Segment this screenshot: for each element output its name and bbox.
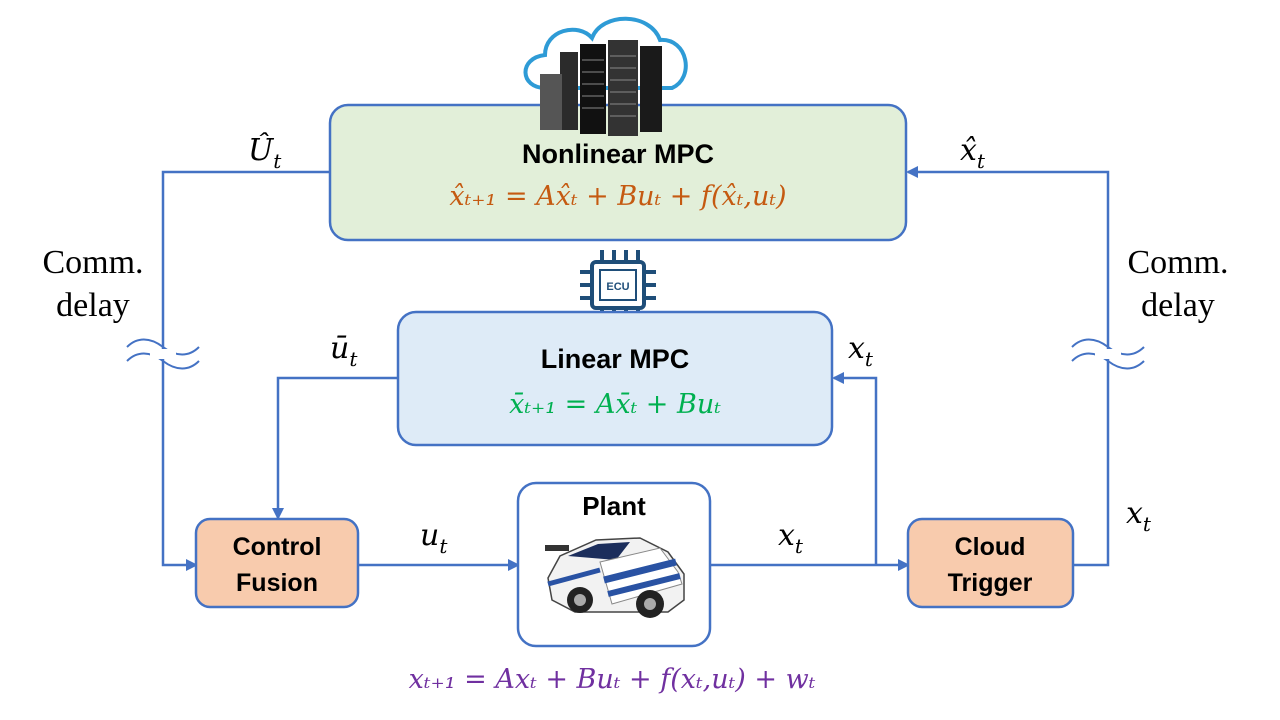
control-fusion-line1: Control — [233, 533, 322, 561]
cloud-trigger-line2: Trigger — [948, 569, 1033, 597]
delay-break-left-icon — [126, 338, 200, 370]
comm-delay-right-line1: Comm. — [1127, 244, 1228, 281]
linear-mpc-box — [396, 310, 834, 447]
u-bar-label: ūt — [330, 331, 358, 371]
x-hat-label: x̂t — [960, 133, 986, 173]
race-car-icon — [545, 537, 685, 618]
cloud-trigger-box — [906, 517, 1075, 609]
plant-equation: xₜ₊₁ = Axₜ + Buₜ + f(xₜ,uₜ) + wₜ — [409, 664, 816, 695]
x-linear-label: xt — [848, 331, 874, 371]
cloud-trigger-line1: Cloud — [955, 533, 1026, 561]
cloud-server-icon — [523, 16, 688, 136]
x-linear-line — [832, 372, 878, 565]
control-fusion-line2: Fusion — [236, 569, 318, 597]
connection-lines — [161, 166, 1110, 571]
delay-break-right-icon — [1071, 338, 1145, 370]
comm-delay-left-line2: delay — [56, 287, 130, 324]
u-bar-line — [272, 376, 398, 520]
ecu-text: ECU — [606, 281, 629, 293]
linear-mpc-title: Linear MPC — [541, 344, 690, 374]
u-plant-label: ut — [420, 518, 448, 558]
comm-delay-left-line1: Comm. — [42, 244, 143, 281]
nonlinear-mpc-title: Nonlinear MPC — [522, 139, 714, 169]
x-right-label: xt — [1126, 496, 1152, 536]
plant-title: Plant — [582, 491, 646, 521]
u-hat-line — [161, 170, 330, 571]
nonlinear-mpc-equation: x̂ₜ₊₁ = Ax̂ₜ + Buₜ + f(x̂ₜ,uₜ) — [449, 181, 786, 212]
x-plant-label: xt — [778, 518, 804, 558]
x-hat-line — [906, 166, 1110, 567]
u-hat-label: Ût — [248, 132, 282, 173]
comm-delay-right-line2: delay — [1141, 287, 1215, 324]
control-fusion-box — [194, 517, 360, 609]
linear-mpc-equation: x̄ₜ₊₁ = Ax̄ₜ + Buₜ — [509, 389, 721, 420]
ecu-chip-icon: ECU — [580, 250, 656, 320]
